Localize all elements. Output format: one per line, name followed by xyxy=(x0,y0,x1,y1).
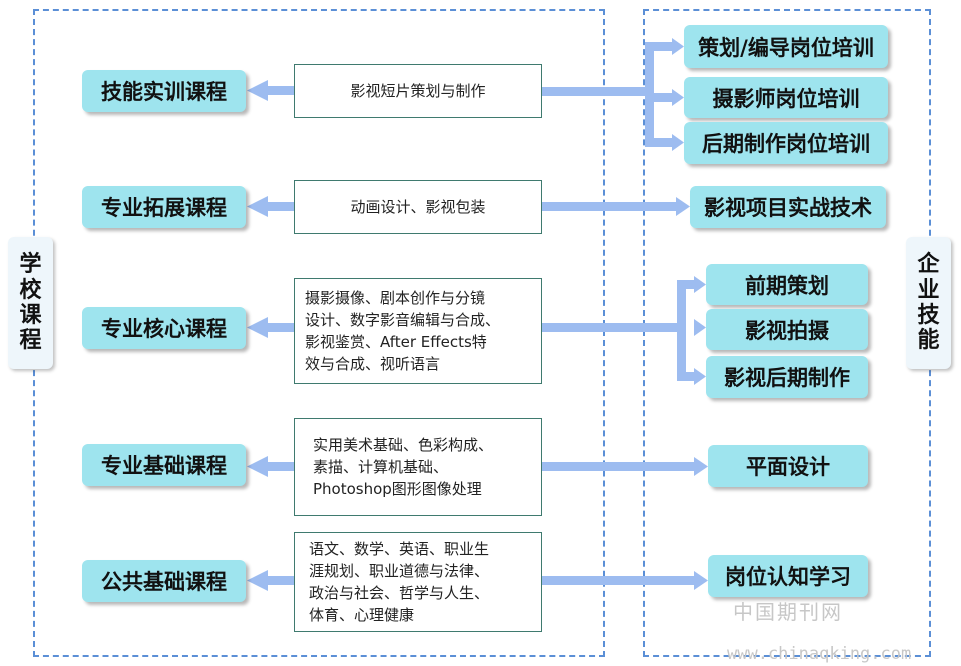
course-skills-training: 技能实训课程 xyxy=(82,70,246,112)
arrowhead-skill-7 xyxy=(694,368,706,385)
enterprise-skills-label: 企 业 技 能 xyxy=(906,237,951,369)
content-text: 摄影摄像、剧本创作与分镜 设计、数字影音编辑与合成、 影视鉴赏、After Ef… xyxy=(305,289,501,373)
course-professional-foundation: 专业基础课程 xyxy=(82,444,246,486)
arrowhead-course-1 xyxy=(247,80,268,101)
course-professional-core: 专业核心课程 xyxy=(82,307,246,349)
skill-planning-director-training: 策划/编导岗位培训 xyxy=(684,25,888,68)
arrowhead-skill-6 xyxy=(694,319,706,336)
arrow-shaft-4 xyxy=(268,462,295,471)
school-courses-label: 学 校 课 程 xyxy=(8,237,53,369)
content-box-professional-foundation: 实用美术基础、色彩构成、 素描、计算机基础、 Photoshop图形图像处理 xyxy=(294,418,542,516)
skill-film-project-practice: 影视项目实战技术 xyxy=(690,186,886,228)
skill-postproduction-training: 后期制作岗位培训 xyxy=(684,122,888,164)
content-text: 语文、数学、英语、职业生 涯规划、职业道德与法律、 政治与社会、哲学与人生、 体… xyxy=(309,540,490,624)
arrowhead-skill-8 xyxy=(694,457,708,476)
arrowhead-course-4 xyxy=(247,456,268,477)
arrowhead-skill-1 xyxy=(672,38,684,55)
arrow-shaft-1b xyxy=(541,87,649,96)
arrow-shaft-3 xyxy=(268,323,295,332)
content-box-public-foundation: 语文、数学、英语、职业生 涯规划、职业道德与法律、 政治与社会、哲学与人生、 体… xyxy=(294,532,542,632)
arrowhead-skill-9 xyxy=(694,571,708,590)
branch-spine-3 xyxy=(677,284,686,376)
arrowhead-course-2 xyxy=(247,196,268,217)
skill-photographer-training: 摄影师岗位培训 xyxy=(684,77,888,118)
content-box-professional-extension: 动画设计、影视包装 xyxy=(294,180,542,234)
skill-film-shooting: 影视拍摄 xyxy=(706,309,868,350)
course-public-foundation: 公共基础课程 xyxy=(82,560,246,602)
arrowhead-skill-4 xyxy=(676,197,690,216)
content-text: 动画设计、影视包装 xyxy=(350,198,486,216)
skill-job-awareness: 岗位认知学习 xyxy=(708,555,868,597)
skill-pre-production-planning: 前期策划 xyxy=(706,264,868,305)
arrow-shaft-1 xyxy=(268,86,295,95)
content-box-professional-core: 摄影摄像、剧本创作与分镜 设计、数字影音编辑与合成、 影视鉴赏、After Ef… xyxy=(294,278,542,384)
arrowhead-course-3 xyxy=(247,317,268,338)
arrowhead-course-5 xyxy=(247,570,268,591)
arrow-shaft-5 xyxy=(268,576,295,585)
arrowhead-skill-3 xyxy=(672,134,684,151)
arrow-shaft-2 xyxy=(268,202,295,211)
skill-film-postproduction: 影视后期制作 xyxy=(706,356,868,398)
content-text: 实用美术基础、色彩构成、 素描、计算机基础、 Photoshop图形图像处理 xyxy=(313,436,494,498)
content-box-skills-training: 影视短片策划与制作 xyxy=(294,64,542,118)
arrowhead-skill-2 xyxy=(672,89,684,106)
watermark-url: www.chinaqking.com xyxy=(727,644,912,664)
arrowhead-skill-5 xyxy=(694,276,706,293)
course-professional-extension: 专业拓展课程 xyxy=(82,186,246,228)
skill-graphic-design: 平面设计 xyxy=(708,445,868,487)
content-text: 影视短片策划与制作 xyxy=(350,82,486,100)
watermark-chinese: 中国期刊网 xyxy=(733,600,843,624)
